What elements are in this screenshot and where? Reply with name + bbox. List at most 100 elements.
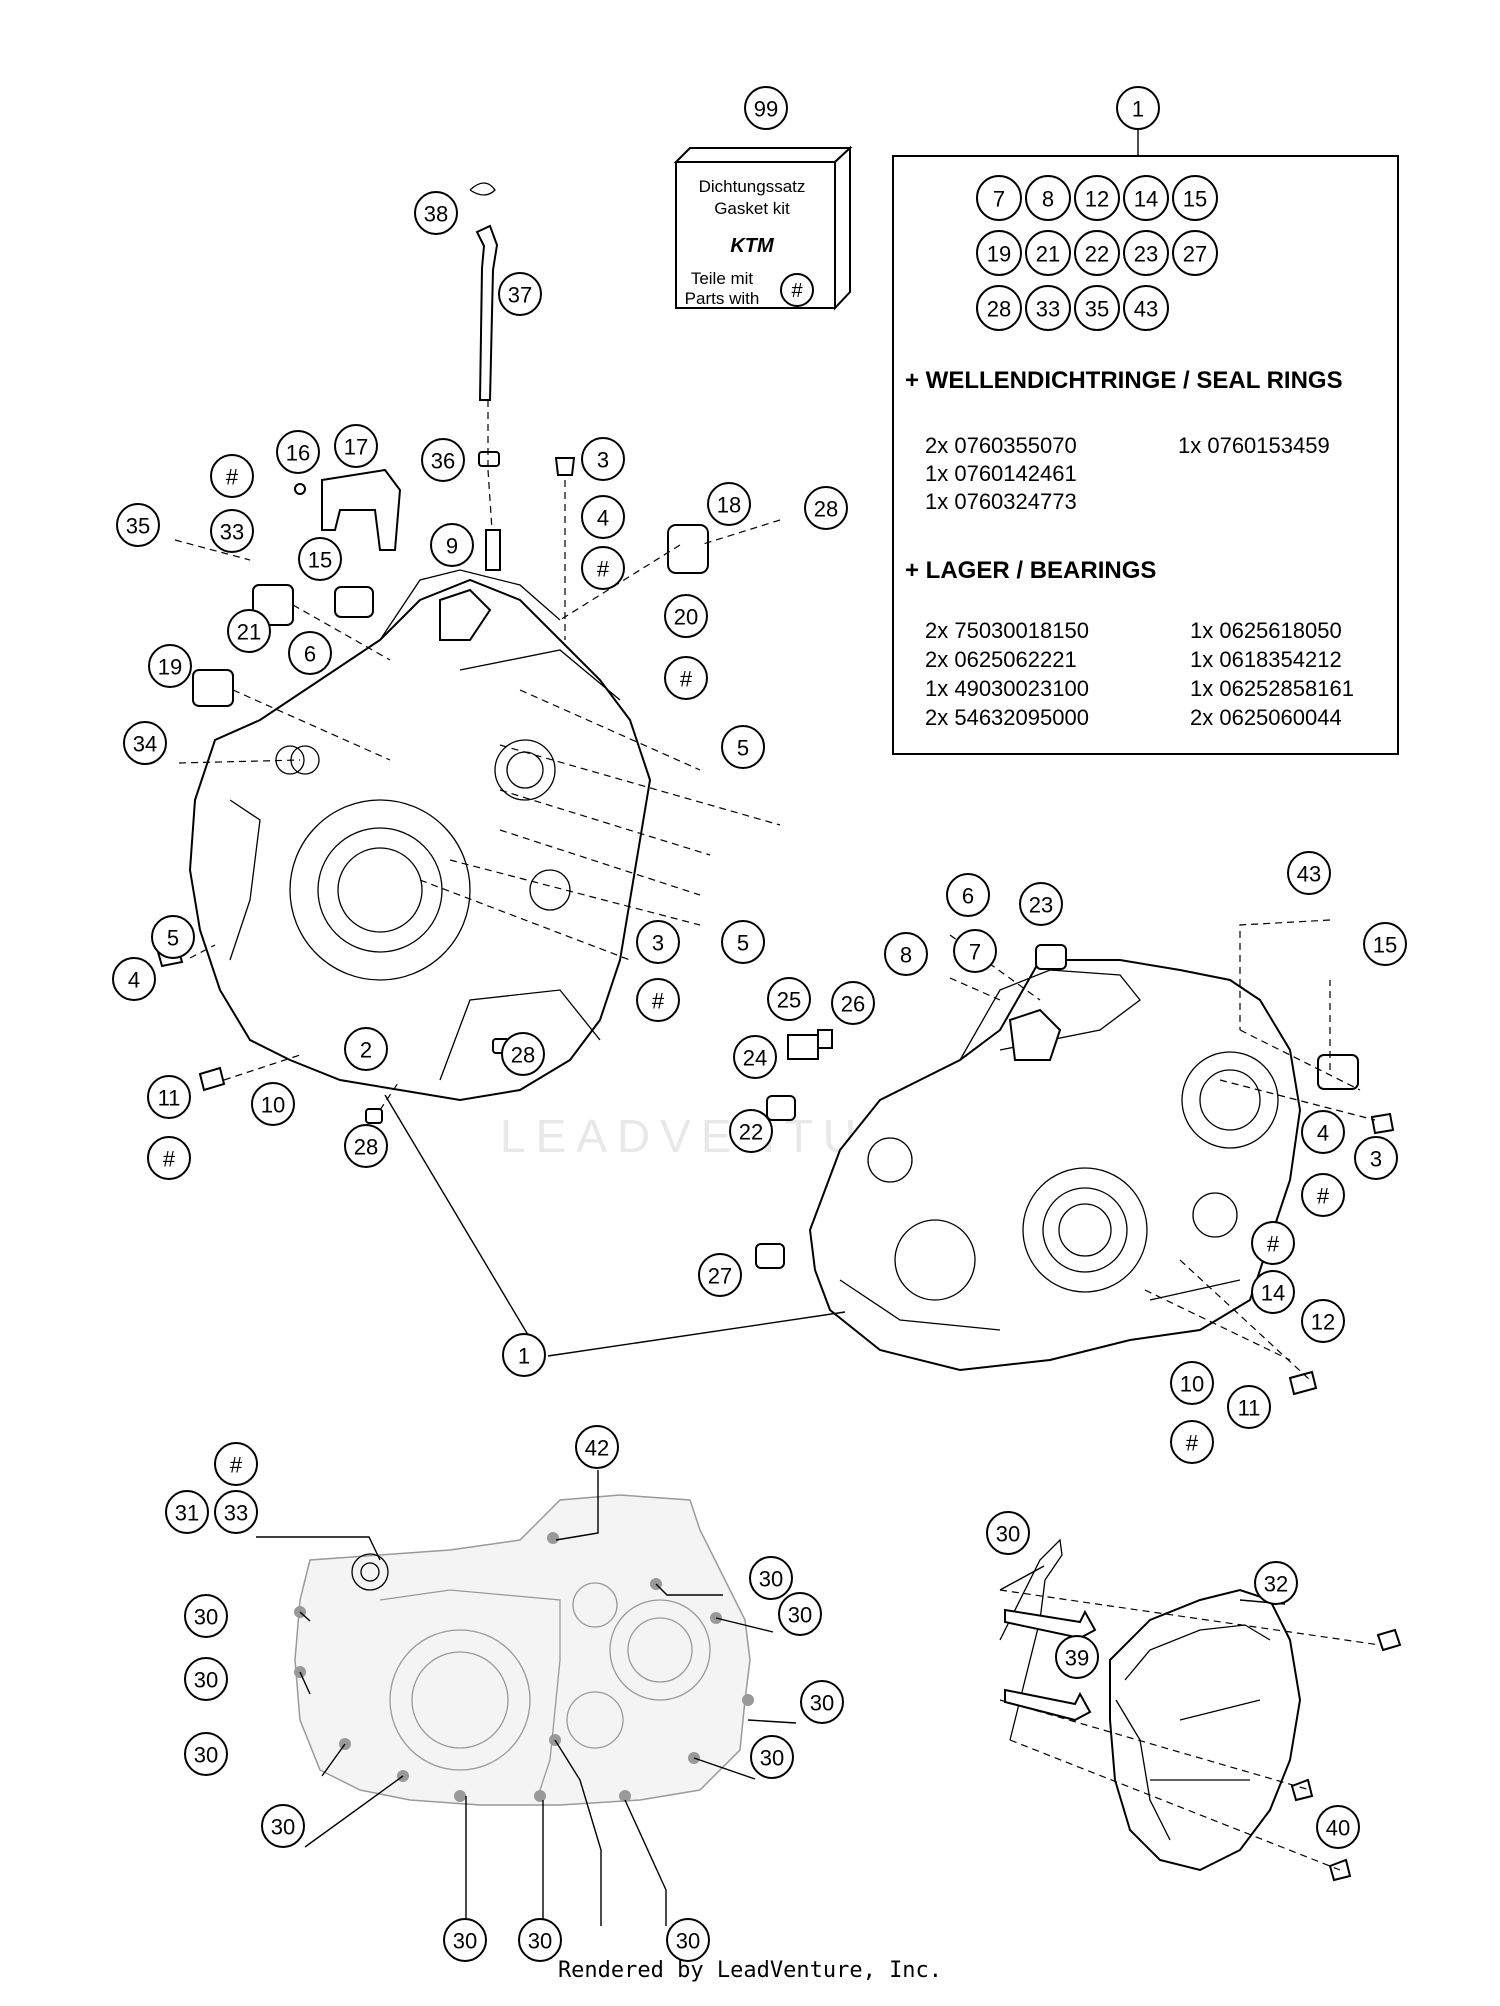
callout-30-58[interactable]: 30 [518,1918,562,1962]
callout-5-18[interactable]: 5 [721,725,765,769]
callout-30-52[interactable]: 30 [184,1657,228,1701]
callout-30-50[interactable]: 30 [778,1592,822,1636]
callout-6-28[interactable]: 6 [946,873,990,917]
gasket-kit-box: Dichtungssatz Gasket kit KTM Teile mit P… [673,145,853,311]
callout-30-60[interactable]: 30 [986,1511,1030,1555]
callout-3-22[interactable]: 3 [636,920,680,964]
callout-10-26[interactable]: 10 [251,1082,295,1126]
gasket-kit-marker-0[interactable]: # [210,454,254,498]
callout-23-29[interactable]: 23 [1019,882,1063,926]
callout-22-37[interactable]: 22 [729,1109,773,1153]
kit-part-7[interactable]: 7 [976,175,1022,221]
kit-part-28[interactable]: 28 [976,285,1022,331]
callout-28-27[interactable]: 28 [344,1124,388,1168]
callout-15-11[interactable]: 15 [298,537,342,581]
gasket-kit-hash: # [791,280,803,302]
callout-10-44[interactable]: 10 [1170,1361,1214,1405]
callout-19-16[interactable]: 19 [148,644,192,688]
kit-part-15[interactable]: 15 [1172,175,1218,221]
gasket-kit-marker-8[interactable]: # [636,978,680,1022]
callout-11-25[interactable]: 11 [147,1075,191,1119]
callout-20-13[interactable]: 20 [664,594,708,638]
callout-35-9[interactable]: 35 [116,503,160,547]
callout-4-6[interactable]: 4 [581,495,625,539]
callout-38-0[interactable]: 38 [414,191,458,235]
callout-12-41[interactable]: 12 [1301,1299,1345,1343]
kit-part-35[interactable]: 35 [1074,285,1120,331]
callout-33-47[interactable]: 33 [214,1490,258,1534]
callout-5-19[interactable]: 5 [721,920,765,964]
kit-part-14[interactable]: 14 [1123,175,1169,221]
callout-37-1[interactable]: 37 [498,272,542,316]
callout-24-35[interactable]: 24 [733,1035,777,1079]
callout-4-38[interactable]: 4 [1301,1110,1345,1154]
kit-part-12[interactable]: 12 [1074,175,1120,221]
callout-30-55[interactable]: 30 [750,1735,794,1779]
callout-30-59[interactable]: 30 [666,1918,710,1962]
gasket-kit-marker-2[interactable]: # [664,656,708,700]
callout-9-12[interactable]: 9 [430,523,474,567]
svg-text:2: 2 [360,1038,372,1063]
callout-7-32[interactable]: 7 [953,929,997,973]
svg-text:16: 16 [286,441,310,466]
callout-32-61[interactable]: 32 [1254,1561,1298,1605]
callout-14-40[interactable]: 14 [1251,1270,1295,1314]
gasket-kit-marker-1[interactable]: # [581,546,625,590]
svg-text:5: 5 [167,926,179,951]
gasket-kit-marker-3[interactable]: # [147,1136,191,1180]
callout-2-23[interactable]: 2 [344,1027,388,1071]
kit-part-22[interactable]: 22 [1074,230,1120,276]
callout-1-kit[interactable]: 1 [1116,86,1160,130]
callout-8-31[interactable]: 8 [884,932,928,976]
callout-99[interactable]: 99 [744,86,788,130]
kit-part-43[interactable]: 43 [1123,285,1169,331]
callout-28-24[interactable]: 28 [501,1032,545,1076]
kit-part-27[interactable]: 27 [1172,230,1218,276]
callout-16-3[interactable]: 16 [276,430,320,474]
callout-18-7[interactable]: 18 [707,482,751,526]
gasket-kit-marker-5[interactable]: # [1251,1221,1295,1265]
callout-3-39[interactable]: 3 [1354,1136,1398,1180]
callout-36-2[interactable]: 36 [421,438,465,482]
callout-21-14[interactable]: 21 [227,609,271,653]
svg-text:30: 30 [194,1668,218,1693]
callout-30-54[interactable]: 30 [184,1732,228,1776]
callout-11-45[interactable]: 11 [1227,1385,1271,1429]
gasket-kit-marker-4[interactable]: # [1301,1173,1345,1217]
svg-text:30: 30 [271,1815,295,1840]
callout-25-33[interactable]: 25 [767,977,811,1021]
callout-28-8[interactable]: 28 [804,486,848,530]
callout-30-56[interactable]: 30 [261,1804,305,1848]
callout-40-63[interactable]: 40 [1316,1805,1360,1849]
callout-31-48[interactable]: 31 [165,1490,209,1534]
callout-34-17[interactable]: 34 [123,721,167,765]
callout-4-21[interactable]: 4 [112,957,156,1001]
callout-1-43[interactable]: 1 [502,1333,546,1377]
callout-6-15[interactable]: 6 [288,631,332,675]
callout-17-4[interactable]: 17 [334,424,378,468]
callout-26-34[interactable]: 26 [831,981,875,1025]
callout-30-53[interactable]: 30 [800,1680,844,1724]
callout-15-36[interactable]: 15 [1363,922,1407,966]
kit-part-33[interactable]: 33 [1025,285,1071,331]
kit-part-8[interactable]: 8 [1025,175,1071,221]
kit-part-19[interactable]: 19 [976,230,1022,276]
callout-5-20[interactable]: 5 [151,915,195,959]
callout-30-49[interactable]: 30 [749,1556,793,1600]
kit-part-21[interactable]: 21 [1025,230,1071,276]
callout-3-5[interactable]: 3 [581,437,625,481]
callout-33-10[interactable]: 33 [210,509,254,553]
gasket-kit-marker-6[interactable]: # [1170,1420,1214,1464]
callout-42-46[interactable]: 42 [575,1425,619,1469]
callout-27-42[interactable]: 27 [698,1253,742,1297]
callout-30-51[interactable]: 30 [184,1594,228,1638]
callout-43-30[interactable]: 43 [1287,851,1331,895]
callout-39-62[interactable]: 39 [1055,1635,1099,1679]
seal-ring-2: 1x 0760153459 [1178,433,1330,458]
bearing-1: 2x 75030018150 [925,618,1089,643]
svg-text:1: 1 [1132,97,1144,122]
callout-30-57[interactable]: 30 [443,1918,487,1962]
gasket-kit-marker-7[interactable]: # [214,1442,258,1486]
kit-part-23[interactable]: 23 [1123,230,1169,276]
